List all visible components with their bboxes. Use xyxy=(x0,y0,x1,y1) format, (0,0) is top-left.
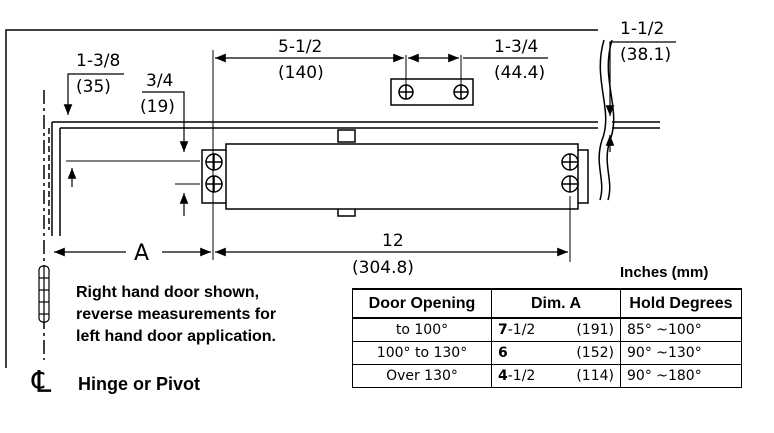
cell-dim-a: 4-1/2 (114) xyxy=(491,364,621,388)
dim-1-1-2-fraction: 1-1/2 xyxy=(620,19,664,39)
dimension-table: Door Opening Dim. A Hold Degrees to 100°… xyxy=(352,288,742,388)
note-line-3: left hand door application. xyxy=(76,328,276,345)
dim-1-1-2-mm: (38.1) xyxy=(620,45,671,65)
closer-body xyxy=(201,129,589,217)
cell-door-opening: Over 130° xyxy=(352,364,492,388)
dim-a-whole: 4 xyxy=(498,368,508,384)
mounting-bracket xyxy=(390,78,474,106)
screw-holes xyxy=(205,153,579,193)
cell-hold-degrees: 85° ~100° xyxy=(620,317,742,342)
cell-hold-degrees: 90° ~130° xyxy=(620,341,742,365)
header-hold-degrees: Hold Degrees xyxy=(620,288,742,319)
dim-a-mm: (114) xyxy=(576,368,614,384)
dim-a-whole: 7 xyxy=(498,322,508,338)
hinge-icon xyxy=(38,265,50,323)
cell-door-opening: to 100° xyxy=(352,317,492,342)
dim-1-3-4: 1-3/4 (44.4) xyxy=(408,37,548,83)
header-dim-a: Dim. A xyxy=(491,288,621,319)
dim-5-1-2-fraction: 5-1/2 xyxy=(278,37,322,57)
dim-1-3-8: 1-3/8 (35) xyxy=(63,51,124,187)
dim-a: A xyxy=(54,241,211,266)
dim-1-3-8-mm: (35) xyxy=(76,77,111,97)
centerline-symbol: ℄ xyxy=(31,365,52,400)
dim-3-4-mm: (19) xyxy=(140,97,175,117)
dim-1-1-2: 1-1/2 (38.1) xyxy=(605,19,676,152)
dim-5-1-2: 5-1/2 (140) xyxy=(215,37,404,83)
note-line-2: reverse measurements for xyxy=(76,306,276,323)
dim-a-label: A xyxy=(134,241,149,266)
dim-12-fraction: 12 xyxy=(382,231,404,251)
dim-1-3-4-mm: (44.4) xyxy=(494,63,545,83)
dim-a-fraction: -1/2 xyxy=(507,322,536,338)
cell-door-opening: 100° to 130° xyxy=(352,341,492,365)
extension-lines xyxy=(66,50,571,262)
dim-a-whole: 6 xyxy=(498,345,508,361)
cell-dim-a: 6 (152) xyxy=(491,341,621,365)
reverse-note: Right hand door shown, reverse measureme… xyxy=(76,284,276,345)
dim-a-mm: (152) xyxy=(576,345,614,361)
frame-border xyxy=(5,29,598,368)
table-row: 100° to 130° 6 (152) 90° ~130° xyxy=(352,341,742,365)
dim-a-fraction: -1/2 xyxy=(507,368,536,384)
dim-3-4: 3/4 (19) xyxy=(140,71,189,216)
cell-hold-degrees: 90° ~180° xyxy=(620,364,742,388)
hinge-or-pivot-label: Hinge or Pivot xyxy=(78,374,200,394)
table-row: Over 130° 4-1/2 (114) 90° ~180° xyxy=(352,364,742,388)
dim-a-mm: (191) xyxy=(576,322,614,338)
note-line-1: Right hand door shown, xyxy=(76,284,259,301)
dim-12-mm: (304.8) xyxy=(352,258,414,278)
dim-1-3-4-fraction: 1-3/4 xyxy=(494,37,538,57)
dim-12: 12 (304.8) xyxy=(215,231,568,278)
units-label: Inches (mm) xyxy=(620,264,709,281)
cell-dim-a: 7-1/2 (191) xyxy=(491,317,621,342)
table-header-row: Door Opening Dim. A Hold Degrees xyxy=(352,288,742,319)
dim-5-1-2-mm: (140) xyxy=(278,63,324,83)
table-row: to 100° 7-1/2 (191) 85° ~100° xyxy=(352,317,742,342)
dim-3-4-fraction: 3/4 xyxy=(146,71,173,91)
header-door-opening: Door Opening xyxy=(352,288,492,319)
dim-1-3-8-fraction: 1-3/8 xyxy=(76,51,120,71)
